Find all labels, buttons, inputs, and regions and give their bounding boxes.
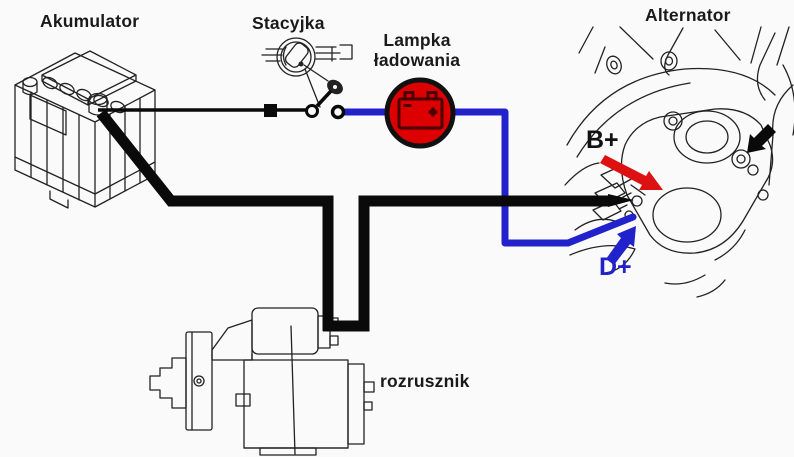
- wire-connector-block: [264, 104, 277, 117]
- charging-lamp-label-line1: Lampka: [383, 30, 451, 50]
- battery-symbol-icon: [397, 91, 444, 130]
- switch-contact-left: [305, 104, 319, 118]
- b-plus-terminal-label: B+: [586, 126, 619, 154]
- alternator-pointer-arrow-icon: [747, 124, 776, 153]
- b-plus-arrow-icon: [600, 155, 663, 190]
- charging-lamp-label: Lampka ładowania: [358, 30, 476, 70]
- charging-lamp-label-line2: ładowania: [373, 49, 461, 70]
- switch-blade: [315, 89, 333, 108]
- battery-starter-cable: [96, 109, 334, 331]
- battery-drawing: [14, 50, 156, 209]
- starter-drawing: [149, 307, 375, 456]
- switch-contact-right: [330, 104, 346, 120]
- charging-lamp-icon: [384, 77, 456, 149]
- battery-label: Akumulator: [40, 11, 140, 31]
- d-plus-terminal-label: D+: [599, 253, 632, 281]
- cable-tip: [608, 194, 634, 207]
- ignition-key-shaft: [303, 64, 329, 82]
- starter-alternator-cable: [323, 195, 610, 332]
- alternator-label: Alternator: [645, 5, 731, 25]
- starter-label: rozrusznik: [380, 371, 470, 391]
- ignition-switch-label: Stacyjka: [252, 13, 325, 33]
- charge-indicator-wire: [341, 108, 637, 247]
- ignition-switch-drawing: [261, 37, 353, 108]
- d-plus-arrow-icon: [606, 226, 636, 265]
